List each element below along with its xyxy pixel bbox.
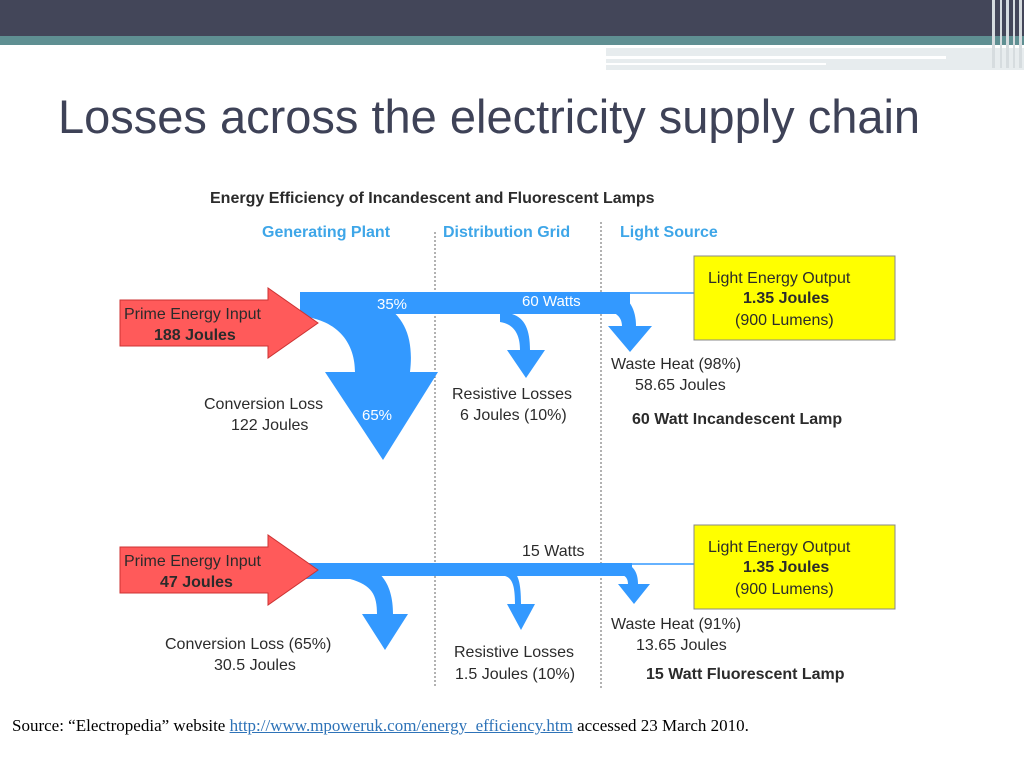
incandescent-plant-efficiency: 35% xyxy=(377,296,407,313)
fluorescent-output-box xyxy=(693,524,896,610)
fluorescent-input-value: 47 Joules xyxy=(160,574,233,591)
slide-title: Losses across the electricity supply cha… xyxy=(58,90,921,143)
incandescent-output-label: Light Energy Output xyxy=(708,270,851,287)
incandescent-output-lumens: (900 Lumens) xyxy=(735,312,834,329)
incandescent-input-value: 188 Joules xyxy=(154,327,236,344)
incandescent-conversion-pct: 65% xyxy=(362,407,392,424)
fluorescent-delivered: 15 Watts xyxy=(522,543,585,560)
fluorescent-lamp-label: 15 Watt Fluorescent Lamp xyxy=(646,666,845,683)
incandescent-conversion-loss-arrow xyxy=(300,292,438,460)
fluorescent-waste-value: 13.65 Joules xyxy=(636,637,727,654)
incandescent-output-box xyxy=(693,255,896,341)
incandescent-conversion-value: 122 Joules xyxy=(231,417,308,434)
stage-distribution-grid: Distribution Grid xyxy=(443,224,570,241)
fluorescent-conversion-label: Conversion Loss (65%) xyxy=(165,636,331,653)
fluorescent-main-flow xyxy=(300,563,632,576)
incandescent-conversion-label: Conversion Loss xyxy=(204,396,323,413)
incandescent-waste-value: 58.65 Joules xyxy=(635,377,726,394)
fluorescent-waste-arrow xyxy=(615,563,650,604)
header-bar xyxy=(0,0,1024,36)
fluorescent-resistive-value: 1.5 Joules (10%) xyxy=(455,666,575,683)
incandescent-output-value: 1.35 Joules xyxy=(743,290,829,307)
fluorescent-flow: Prime Energy Input 47 Joules 15 Watts Co… xyxy=(119,524,896,683)
incandescent-input-arrow xyxy=(119,287,319,359)
fluorescent-waste-label: Waste Heat (91%) xyxy=(611,616,741,633)
source-citation: Source: “Electropedia” website http://ww… xyxy=(12,714,972,737)
incandescent-resistive-label: Resistive Losses xyxy=(452,386,572,403)
incandescent-input-label: Prime Energy Input xyxy=(124,306,262,323)
fluorescent-output-label: Light Energy Output xyxy=(708,539,851,556)
incandescent-main-flow xyxy=(300,292,630,314)
fluorescent-conversion-value: 30.5 Joules xyxy=(214,657,296,674)
diagram-title: Energy Efficiency of Incandescent and Fl… xyxy=(210,190,655,207)
source-link[interactable]: http://www.mpoweruk.com/energy_efficienc… xyxy=(229,716,573,735)
fluorescent-input-arrow xyxy=(119,534,319,606)
accent-stripe xyxy=(0,36,1024,45)
stage-generating-plant: Generating Plant xyxy=(262,224,391,241)
stage-light-source: Light Source xyxy=(620,224,718,241)
fluorescent-output-lumens: (900 Lumens) xyxy=(735,581,834,598)
fluorescent-resistive-label: Resistive Losses xyxy=(454,644,574,661)
incandescent-flow: Prime Energy Input 188 Joules 35% 60 Wat… xyxy=(119,255,896,460)
incandescent-waste-arrow xyxy=(600,292,652,352)
incandescent-lamp-label: 60 Watt Incandescent Lamp xyxy=(632,411,842,428)
fluorescent-conversion-loss-arrow xyxy=(300,563,408,650)
incandescent-delivered: 60 Watts xyxy=(522,293,581,310)
incandescent-resistive-arrow xyxy=(500,314,545,378)
fluorescent-input-label: Prime Energy Input xyxy=(124,553,262,570)
energy-flow-diagram: Energy Efficiency of Incandescent and Fl… xyxy=(119,190,896,688)
corner-decoration xyxy=(606,0,1024,70)
incandescent-resistive-value: 6 Joules (10%) xyxy=(460,407,567,424)
fluorescent-output-value: 1.35 Joules xyxy=(743,559,829,576)
incandescent-waste-label: Waste Heat (98%) xyxy=(611,356,741,373)
source-prefix: Source: “Electropedia” website xyxy=(12,716,230,735)
fluorescent-resistive-arrow xyxy=(505,570,535,630)
source-suffix: accessed 23 March 2010. xyxy=(572,716,749,735)
